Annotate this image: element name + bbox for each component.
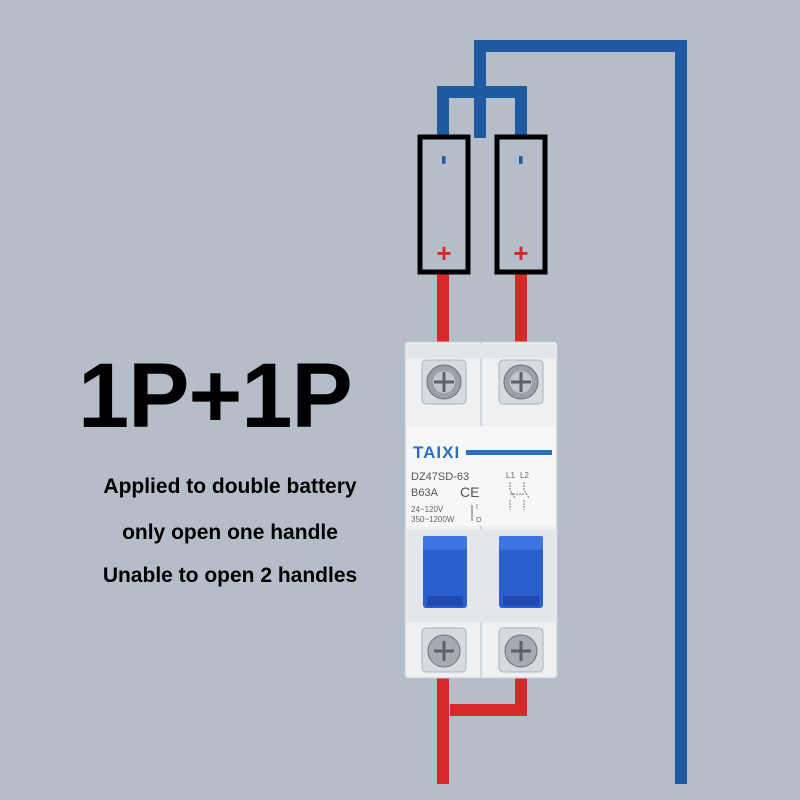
breaker-brand: TAIXI — [413, 443, 460, 462]
bottom-bridge-wire — [450, 676, 527, 716]
positive-wiring — [437, 272, 527, 784]
battery-right: - + — [494, 134, 548, 275]
breaker-power: 350~1200W — [411, 515, 455, 524]
battery-left-positive: + — [436, 238, 451, 268]
breaker-voltage: 24~120V — [411, 505, 444, 514]
bottom-terminal-left — [421, 627, 467, 673]
battery-right-positive: + — [513, 238, 528, 268]
switch-mark-off: O — [476, 517, 482, 524]
top-terminal-left — [421, 359, 467, 405]
switch-mark-on: I — [476, 504, 478, 511]
breaker-rating: B63A — [411, 487, 439, 499]
pole-label-l1: L1 — [506, 471, 515, 480]
top-terminal-right — [498, 359, 544, 405]
note-unable-two-handles: Unable to open 2 handles — [102, 564, 358, 587]
handle-right — [499, 536, 543, 608]
pole-label-l2: L2 — [520, 471, 529, 480]
battery-right-negative: - — [506, 155, 539, 165]
handle-left — [423, 536, 467, 608]
pole-schematic — [509, 482, 530, 510]
note-double-battery: Applied to double battery — [103, 475, 357, 498]
negative-wiring — [437, 40, 687, 784]
brand-stripe — [466, 450, 552, 455]
battery-left: - + — [417, 134, 471, 275]
negative-bridge-wire — [437, 86, 527, 138]
note-open-one-handle: only open one handle — [122, 521, 338, 544]
circuit-breaker: TAIXI DZ47SD-63 B63A CE 24~120V 350~1200… — [404, 341, 558, 679]
bottom-terminal-right — [498, 627, 544, 673]
breaker-ce-mark: CE — [460, 484, 479, 500]
breaker-model: DZ47SD-63 — [411, 471, 469, 483]
headline-title: 1P+1P — [78, 345, 353, 447]
battery-left-negative: - — [429, 155, 462, 165]
